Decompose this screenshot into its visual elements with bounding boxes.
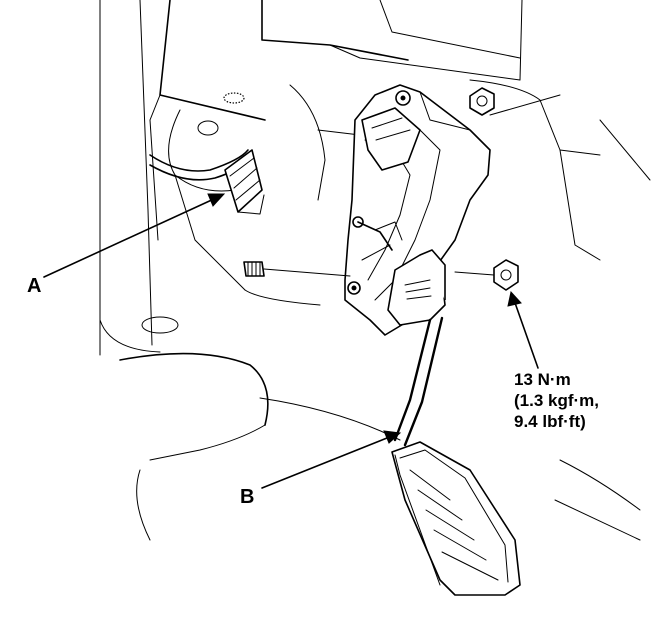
leader-b <box>261 430 402 489</box>
arrow-head-icon <box>207 193 226 207</box>
accelerator-pedal-assembly <box>344 84 521 596</box>
leader-torque <box>507 290 539 369</box>
harness-connector <box>149 149 265 215</box>
torque-spec-line2: (1.3 kgf·m, <box>514 391 599 410</box>
hex-nut-icon <box>469 87 495 116</box>
leader-a <box>43 193 226 278</box>
callout-b-label: B <box>240 486 254 508</box>
arrow-head-icon <box>383 430 402 444</box>
arrow-head-icon <box>507 290 522 307</box>
callout-a-label: A <box>27 275 41 297</box>
stud-bolt-icon <box>243 261 351 277</box>
dashboard-structure <box>99 0 651 541</box>
torque-spec-line1: 13 N·m <box>514 370 571 389</box>
torque-spec-line3: 9.4 lbf·ft) <box>514 412 586 431</box>
torque-nut-icon <box>454 259 519 291</box>
